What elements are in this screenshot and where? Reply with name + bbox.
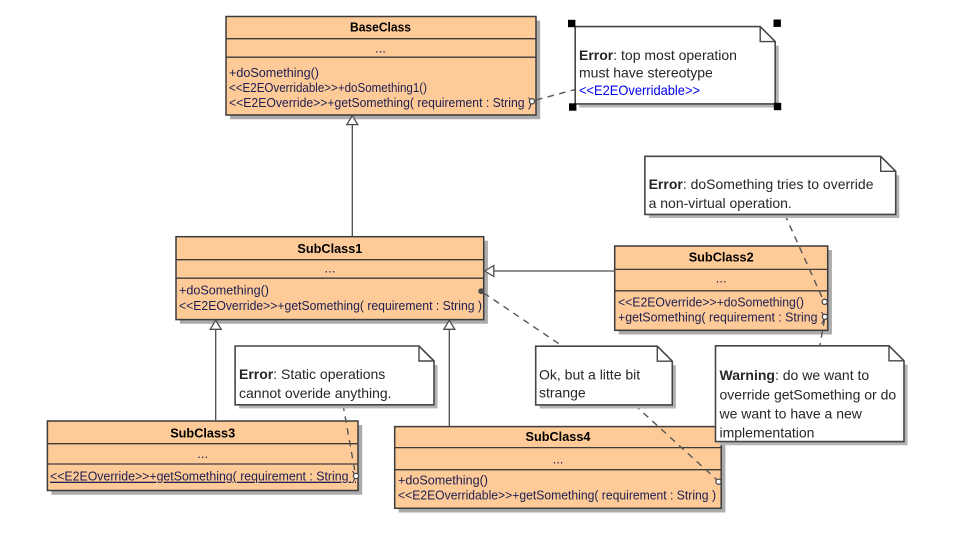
svg-text:<<E2EOverridable>>+doSomething: <<E2EOverridable>>+doSomething1() [229,80,427,95]
svg-text:Error: doSomething tries to ov: Error: doSomething tries to override [649,176,874,192]
svg-text:BaseClass: BaseClass [350,20,411,35]
svg-text:SubClass4: SubClass4 [526,429,592,444]
svg-text:...: ... [197,446,208,461]
svg-text:+getSomething( requirement : S: +getSomething( requirement : String ) [618,310,825,325]
svg-text:...: ... [553,451,564,466]
svg-text:+doSomething(): +doSomething() [229,65,319,80]
svg-text:<<E2EOverride>>+getSomething(: <<E2EOverride>>+getSomething( requiremen… [179,298,482,313]
svg-text:SubClass1: SubClass1 [297,241,362,256]
svg-text:<<E2EOverridable>>+getSomethin: <<E2EOverridable>>+getSomething( require… [398,488,716,503]
svg-text:implementation: implementation [720,425,815,441]
svg-text:Error: Static operations: Error: Static operations [239,366,385,382]
svg-text:...: ... [375,41,386,56]
svg-text:override getSomething or do: override getSomething or do [720,387,897,403]
svg-text:SubClass3: SubClass3 [170,426,235,441]
svg-text:SubClass2: SubClass2 [689,250,754,265]
svg-text:<<E2EOverridable>>: <<E2EOverridable>> [579,82,700,98]
svg-text:<<E2EOverride>>+getSomething(: <<E2EOverride>>+getSomething( requiremen… [229,95,532,110]
svg-text:we want to have a new: we want to have a new [719,406,863,422]
svg-text:<<E2EOverride>>+doSomething(): <<E2EOverride>>+doSomething() [618,295,804,310]
svg-text:+doSomething(): +doSomething() [179,283,269,298]
svg-text:must have stereotype: must have stereotype [579,65,713,81]
svg-text:...: ... [716,271,727,286]
svg-text:cannot overide anything.: cannot overide anything. [239,385,392,401]
svg-text:Error: top most operation: Error: top most operation [579,47,737,63]
svg-text:strange: strange [539,385,586,401]
svg-text:+doSomething(): +doSomething() [398,473,488,488]
svg-text:a non-virtual operation.: a non-virtual operation. [649,195,792,211]
svg-text:...: ... [324,260,335,275]
svg-text:Ok, but a litte bit: Ok, but a litte bit [539,366,640,382]
svg-text:Warning: do we want to: Warning: do we want to [720,367,870,383]
svg-text:<<E2EOverride>>+getSomething(: <<E2EOverride>>+getSomething( requiremen… [50,469,356,484]
